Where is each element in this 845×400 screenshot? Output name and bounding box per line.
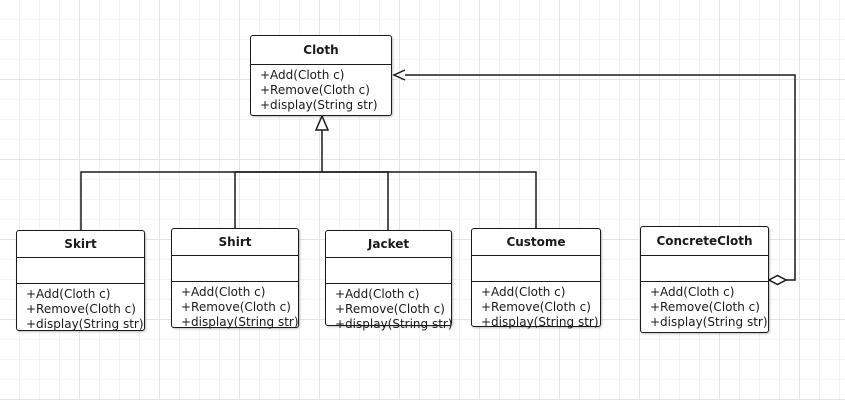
class-name: Custome — [472, 229, 600, 256]
class-concretecloth[interactable]: ConcreteCloth +Add(Cloth c) +Remove(Clot… — [640, 226, 769, 333]
method-add: +Add(Cloth c) — [26, 287, 111, 301]
method-add: +Add(Cloth c) — [260, 68, 345, 82]
class-methods: +Add(Cloth c) +Remove(Cloth c) +display(… — [172, 282, 299, 330]
class-custome[interactable]: Custome +Add(Cloth c) +Remove(Cloth c) +… — [471, 228, 601, 330]
method-display: +display(String str) — [26, 317, 144, 331]
method-add: +Add(Cloth c) — [181, 285, 266, 299]
class-name: Skirt — [17, 231, 144, 258]
generalization-trunk[interactable] — [314, 114, 330, 172]
class-methods: +Add(Cloth c) +Remove(Cloth c) +display(… — [251, 65, 391, 113]
aggregation-concretecloth[interactable] — [392, 69, 796, 286]
class-methods: +Add(Cloth c) +Remove(Cloth c) +display(… — [472, 282, 600, 330]
class-name: Cloth — [251, 36, 391, 65]
method-display: +display(String str) — [335, 317, 453, 331]
class-attributes — [472, 256, 600, 282]
class-name: ConcreteCloth — [641, 227, 768, 256]
class-name: Shirt — [172, 229, 298, 256]
method-add: +Add(Cloth c) — [650, 285, 735, 299]
method-remove: +Remove(Cloth c) — [481, 300, 591, 314]
class-skirt[interactable]: Skirt +Add(Cloth c) +Remove(Cloth c) +di… — [16, 230, 145, 331]
class-name: Jacket — [326, 231, 451, 258]
generalization-custome[interactable] — [322, 171, 537, 228]
method-display: +display(String str) — [481, 315, 599, 329]
method-remove: +Remove(Cloth c) — [260, 83, 370, 97]
method-display: +display(String str) — [650, 315, 768, 329]
method-remove: +Remove(Cloth c) — [650, 300, 760, 314]
method-display: +display(String str) — [260, 98, 378, 112]
class-methods: +Add(Cloth c) +Remove(Cloth c) +display(… — [326, 284, 453, 332]
class-attributes — [172, 256, 298, 282]
class-methods: +Add(Cloth c) +Remove(Cloth c) +display(… — [17, 284, 144, 332]
class-attributes — [326, 258, 451, 284]
class-attributes — [641, 256, 768, 282]
aggregation-arrowhead — [392, 69, 406, 81]
class-shirt[interactable]: Shirt +Add(Cloth c) +Remove(Cloth c) +di… — [171, 228, 299, 330]
generalization-shirt[interactable] — [234, 171, 322, 228]
generalization-arrowhead — [314, 114, 330, 131]
generalization-jacket[interactable] — [322, 171, 389, 230]
method-remove: +Remove(Cloth c) — [335, 302, 445, 316]
method-remove: +Remove(Cloth c) — [181, 300, 291, 314]
method-display: +display(String str) — [181, 315, 299, 329]
class-methods: +Add(Cloth c) +Remove(Cloth c) +display(… — [641, 282, 768, 330]
aggregation-diamond — [767, 274, 788, 286]
class-cloth[interactable]: Cloth +Add(Cloth c) +Remove(Cloth c) +di… — [250, 35, 392, 116]
class-jacket[interactable]: Jacket +Add(Cloth c) +Remove(Cloth c) +d… — [325, 230, 453, 331]
class-attributes — [17, 258, 144, 284]
method-add: +Add(Cloth c) — [481, 285, 566, 299]
generalization-skirt[interactable] — [80, 171, 322, 230]
method-remove: +Remove(Cloth c) — [26, 302, 136, 316]
method-add: +Add(Cloth c) — [335, 287, 420, 301]
